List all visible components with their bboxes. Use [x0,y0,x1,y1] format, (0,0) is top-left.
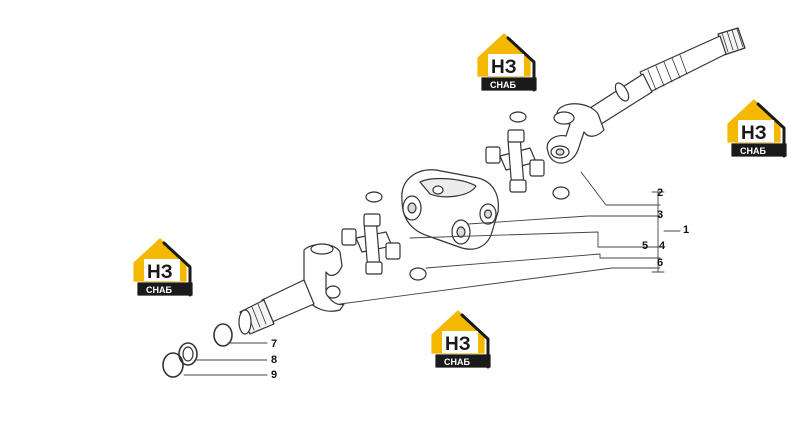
callout-8: 8 [271,354,278,366]
watermark-text-top: НЗ [741,123,767,144]
callout-6: 6 [657,257,664,269]
callout-4: 4 [659,240,666,252]
leader-lines [183,171,681,376]
callout-2: 2 [657,187,664,199]
snap-ring-9 [162,352,184,378]
watermark-text-bottom: СНАБ [444,357,470,367]
callout-3: 3 [657,209,664,221]
watermark-text-top: НЗ [147,262,173,283]
seal-rings [162,323,233,378]
washer-8 [178,342,198,366]
lower-universal-joint-cross [341,191,427,281]
watermark-text-bottom: СНАБ [490,80,516,90]
watermark-text-top: НЗ [491,57,517,78]
upper-universal-joint-cross [485,111,570,200]
inner-axle-shaft [238,243,345,335]
callout-1: 1 [683,224,690,236]
snap-ring-7 [213,323,233,347]
watermark-text-bottom: СНАБ [740,146,766,156]
callout-9: 9 [271,369,278,381]
center-coupler-housing [401,169,499,250]
outer-axle-shaft [546,27,746,164]
watermark-text-bottom: СНАБ [146,285,172,295]
callout-7: 7 [271,338,278,350]
callout-5: 5 [642,240,649,252]
watermark-text-top: НЗ [445,334,471,355]
